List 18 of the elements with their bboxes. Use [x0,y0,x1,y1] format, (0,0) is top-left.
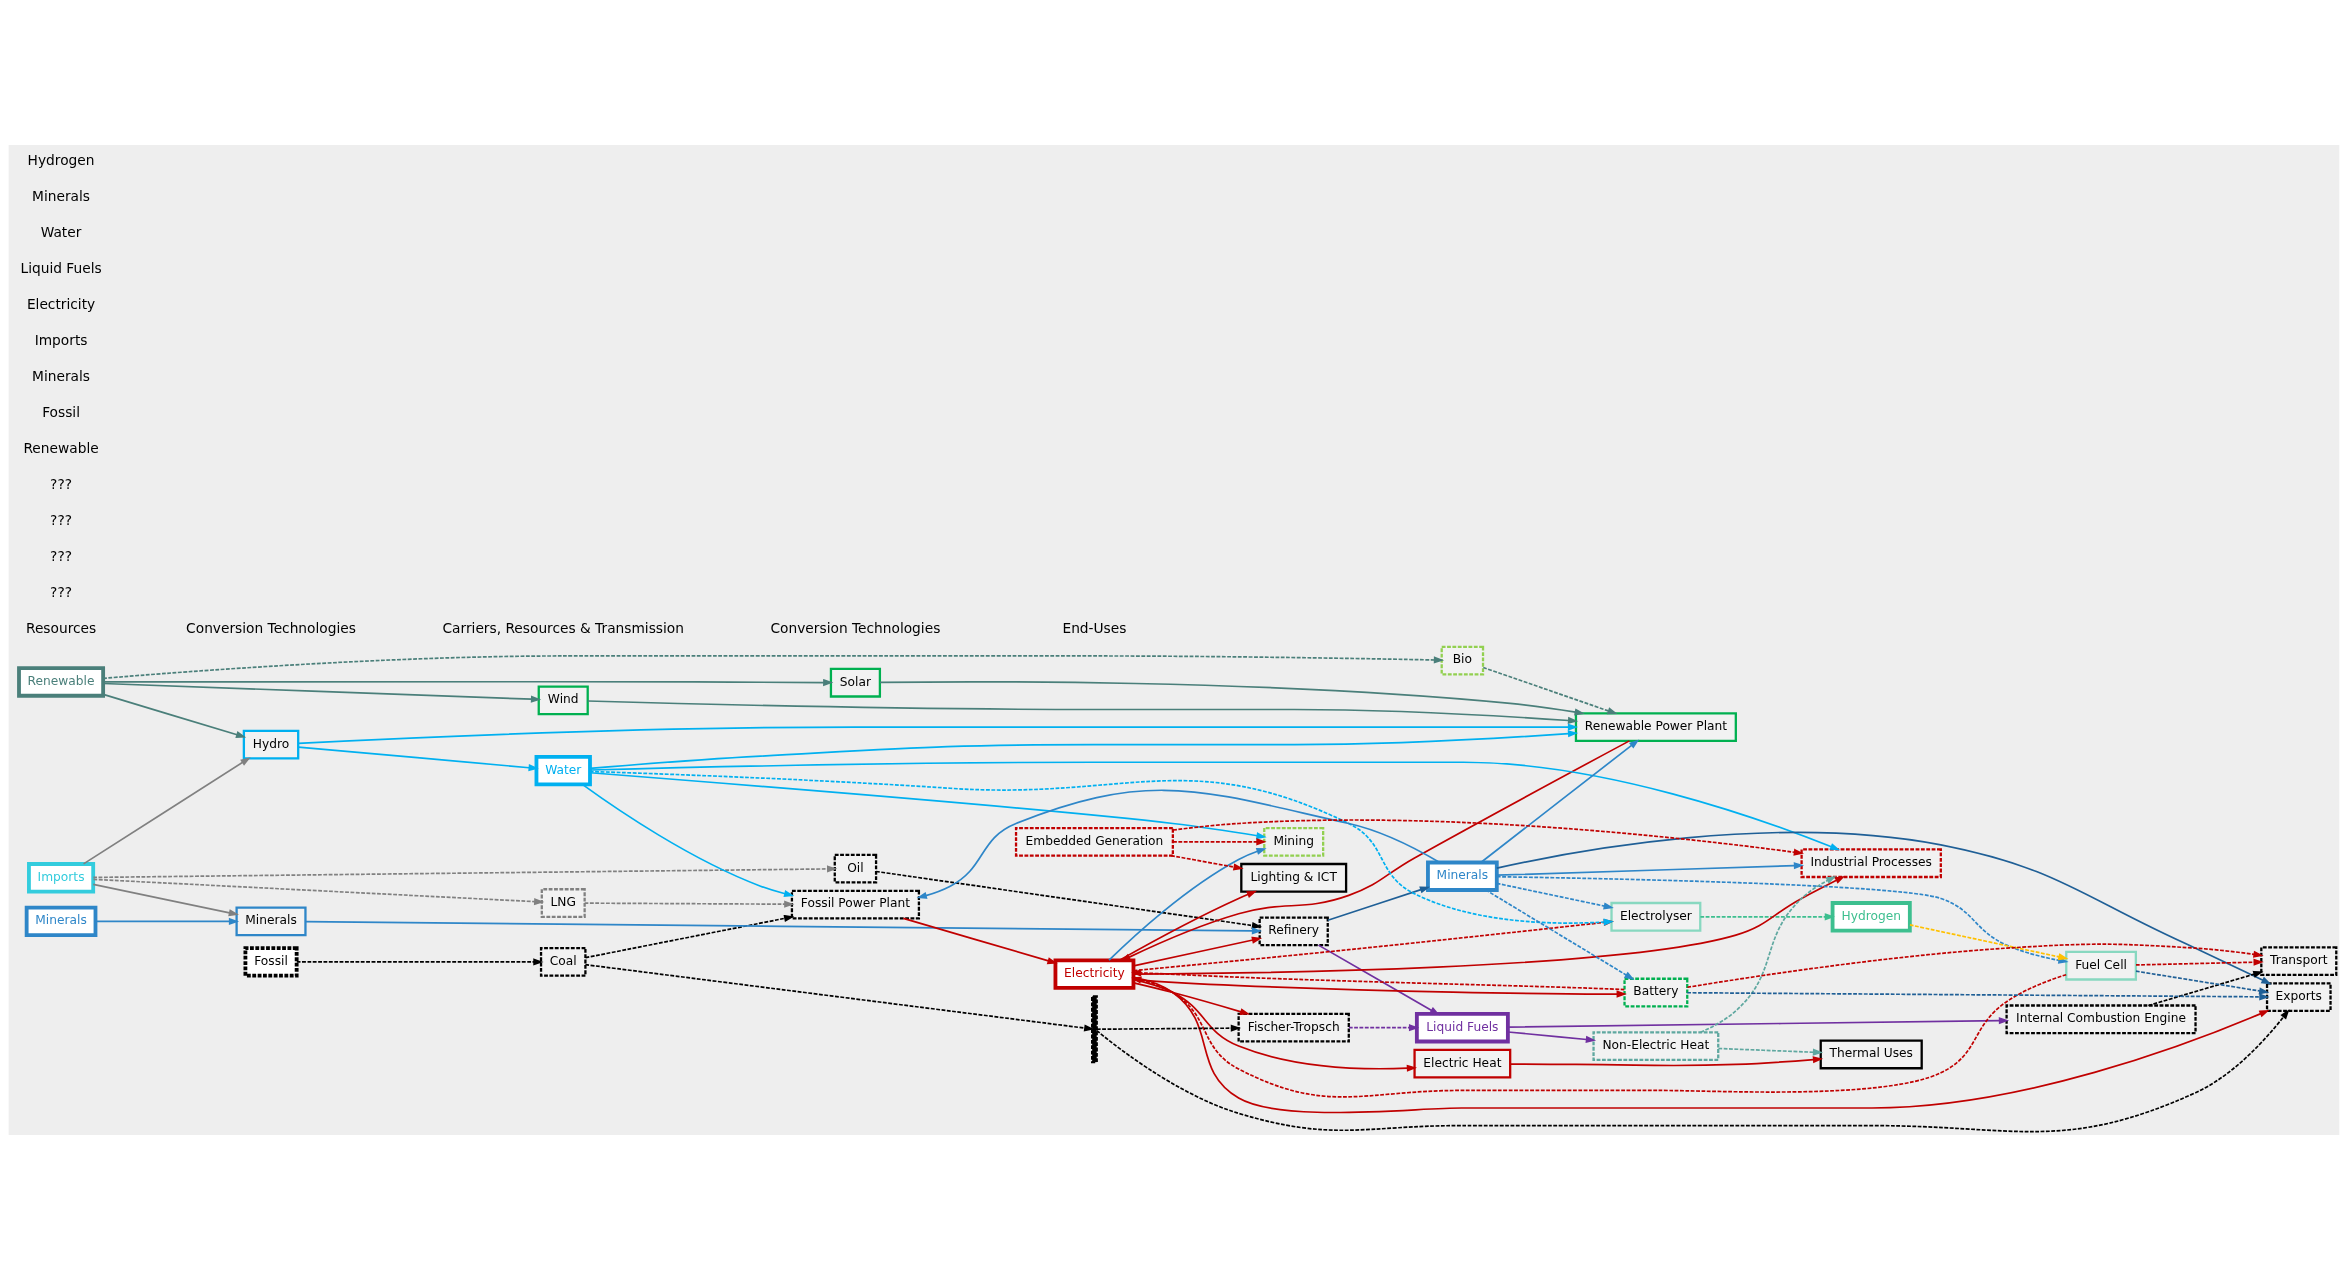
label: ??? [50,475,73,492]
label: End-Uses [1062,619,1127,636]
label: Resources [25,619,97,636]
label: ??? [50,511,73,528]
label: Water [40,223,82,240]
label: Minerals [32,367,91,384]
label: Electricity [26,295,96,312]
label: Hydrogen [27,151,95,168]
label: ??? [50,547,73,564]
label: Minerals [32,187,91,204]
label: ??? [50,583,73,600]
label: Conversion Technologies [770,619,941,636]
label: Carriers, Resources & Transmission [442,619,684,636]
label: Fossil [42,403,80,420]
label: Renewable [23,439,99,456]
label: Liquid Fuels [20,259,102,276]
label: Imports [34,331,88,348]
label: Conversion Technologies [186,619,356,636]
